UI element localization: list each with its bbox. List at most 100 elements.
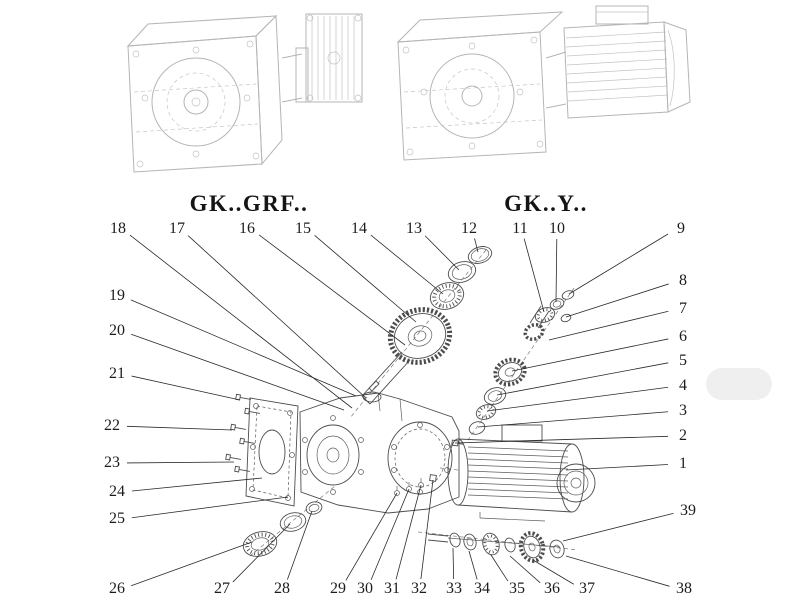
leader-line-39: [562, 512, 674, 542]
part-number-25: 25: [109, 510, 125, 527]
part-number-13: 13: [406, 220, 422, 237]
part-number-24: 24: [109, 483, 125, 500]
leader-line-4: [486, 386, 669, 412]
leader-line-34: [468, 550, 478, 580]
leader-line-26: [131, 541, 253, 587]
leader-line-1: [565, 464, 669, 471]
part-number-28: 28: [274, 580, 290, 597]
leader-line-13: [424, 235, 460, 271]
leader-line-10: [555, 238, 558, 303]
leader-line-35: [490, 554, 509, 582]
part-number-34: 34: [474, 580, 490, 597]
part-number-23: 23: [104, 454, 120, 471]
leader-line-36: [509, 555, 541, 584]
leader-line-29: [345, 492, 398, 581]
motor: [447, 424, 596, 522]
part-number-36: 36: [544, 580, 560, 597]
leader-line-33: [452, 547, 455, 580]
part-number-27: 27: [214, 580, 230, 597]
part-number-35: 35: [509, 580, 525, 597]
part-number-30: 30: [357, 580, 373, 597]
part-number-26: 26: [109, 580, 125, 597]
leader-line-7: [548, 310, 669, 341]
leader-line-11: [523, 238, 545, 313]
leader-line-18: [129, 234, 353, 409]
variant-title-y: GK..Y..: [504, 191, 588, 216]
output-ring: [279, 512, 307, 532]
output-bearing-ring: [242, 531, 278, 557]
leader-line-20: [131, 333, 345, 411]
part-number-31: 31: [384, 580, 400, 597]
part-number-3: 3: [679, 402, 687, 419]
part-number-14: 14: [351, 220, 367, 237]
leader-line-21: [131, 375, 241, 401]
leader-line-3: [477, 411, 669, 428]
part-number-6: 6: [679, 328, 687, 345]
leader-line-6: [511, 338, 669, 372]
bearing-ring: [447, 261, 477, 283]
part-number-19: 19: [109, 287, 125, 304]
part-number-17: 17: [169, 220, 185, 237]
part-number-4: 4: [679, 377, 687, 394]
leader-line-31: [395, 484, 422, 580]
leader-line-23: [126, 461, 235, 464]
axis-output-left: [249, 485, 336, 557]
part-number-21: 21: [109, 365, 125, 382]
part-number-38: 38: [676, 580, 692, 597]
bevel-gear: [493, 357, 527, 387]
part-number-39: 39: [680, 502, 696, 519]
flange-plate: [245, 397, 299, 507]
watermark-blob: [706, 368, 772, 400]
leader-line-14: [370, 234, 444, 295]
input-bearing: [429, 282, 465, 310]
part-number-8: 8: [679, 272, 687, 289]
part-number-16: 16: [239, 220, 255, 237]
leader-line-9: [568, 233, 669, 295]
part-number-10: 10: [549, 220, 565, 237]
leader-line-25: [131, 496, 289, 519]
leader-line-38: [565, 555, 670, 587]
part-number-33: 33: [446, 580, 462, 597]
part-number-32: 32: [411, 580, 427, 597]
variant-title-grf: GK..GRF..: [189, 191, 309, 216]
part-number-5: 5: [679, 352, 687, 369]
leader-line-2: [454, 435, 669, 444]
part-number-29: 29: [330, 580, 346, 597]
large-gear: [387, 307, 453, 365]
leader-line-15: [314, 235, 417, 323]
leader-line-12: [474, 238, 479, 253]
part-number-12: 12: [461, 220, 477, 237]
axis-input-shaft: [349, 249, 487, 419]
part-number-2: 2: [679, 427, 687, 444]
spacer-ring: [483, 387, 507, 405]
part-number-18: 18: [110, 220, 126, 237]
part-number-22: 22: [104, 417, 120, 434]
part-number-20: 20: [109, 322, 125, 339]
part-number-7: 7: [679, 300, 687, 317]
pinion-bearing: [475, 404, 497, 420]
part-number-1: 1: [679, 455, 687, 472]
leader-line-24: [131, 477, 263, 492]
leader-line-30: [370, 488, 410, 581]
part-number-11: 11: [512, 220, 528, 237]
leader-line-19: [130, 299, 357, 397]
seal-ring: [468, 421, 486, 435]
leader-line-5: [496, 362, 669, 396]
leader-line-8: [565, 283, 669, 318]
leader-line-22: [126, 425, 233, 431]
housing: [299, 391, 460, 514]
part-number-37: 37: [579, 580, 595, 597]
gearbox-y-illustration: [396, 5, 691, 161]
part-number-9: 9: [677, 220, 685, 237]
snap-ring: [467, 246, 493, 264]
part-number-15: 15: [295, 220, 311, 237]
leader-line-27: [232, 523, 291, 583]
gearbox-grf-illustration: [126, 13, 363, 173]
leader-line-16: [258, 234, 406, 346]
leader-line-37: [532, 559, 574, 585]
leader-line-32: [420, 479, 434, 580]
leader-line-28: [287, 510, 313, 580]
